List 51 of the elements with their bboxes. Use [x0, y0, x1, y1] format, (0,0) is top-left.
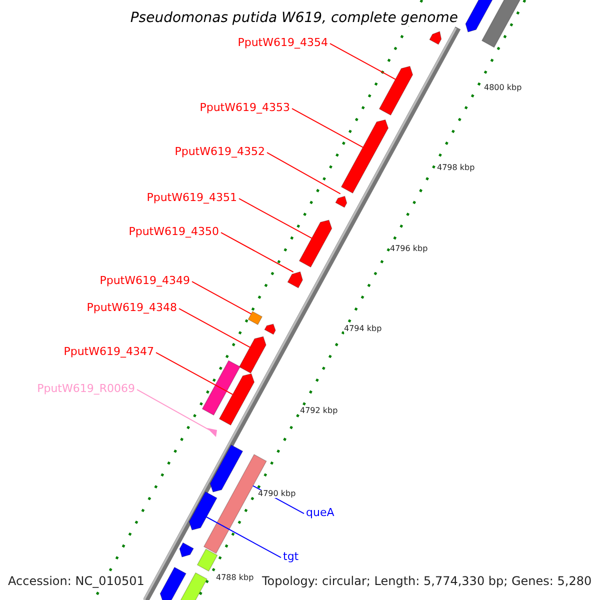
gene-label: PputW619_4351 [146, 192, 237, 203]
gene-block [238, 336, 266, 374]
gene-label: PputW619_4353 [200, 102, 290, 113]
gene-block [298, 220, 332, 268]
leader-line [156, 352, 234, 395]
gene-block [188, 491, 218, 530]
leader-line [330, 43, 396, 80]
gene-block [287, 271, 303, 288]
gene-block [160, 566, 186, 600]
gene-label: tgt [283, 551, 299, 562]
gene-block [340, 119, 389, 194]
scale-label: 4800 kbp [484, 84, 522, 92]
gene-label: PputW619_4352 [174, 146, 265, 157]
accession-text: Accession: NC_010501 [8, 575, 144, 587]
gene-block [210, 444, 244, 492]
scale-label: 4792 kbp [300, 407, 338, 415]
gene-block [179, 542, 194, 558]
gene-block [429, 31, 442, 45]
leader-line [178, 308, 250, 348]
gene-label: PputW619_4354 [238, 37, 328, 48]
gene-block [196, 548, 218, 572]
gene-label: PputW619_4350 [128, 226, 219, 237]
gene-block [248, 311, 263, 326]
scale-label: 4794 kbp [344, 325, 382, 333]
leader-line [206, 516, 282, 558]
gene-block [378, 66, 414, 116]
scale-label: 4790 kbp [258, 490, 296, 498]
title: Pseudomonas putida W619, complete genome [128, 10, 460, 26]
gene-label: PputW619_R0069 [37, 383, 135, 394]
scale-label: 4798 kbp [437, 164, 475, 172]
scale-label: 4788 kbp [216, 574, 254, 582]
gene-block [202, 360, 241, 416]
gene-label: PputW619_4349 [100, 275, 190, 286]
gene-block [481, 0, 521, 48]
genome-info-text: Topology: circular; Length: 5,774,330 bp; Genes: 5,280 [262, 575, 592, 587]
leader-line [266, 152, 341, 194]
gene-block [335, 196, 348, 208]
gene-block [264, 324, 276, 335]
gene-label: PputW619_4348 [86, 302, 177, 313]
scale-label: 4796 kbp [390, 245, 428, 253]
gene-block [180, 572, 208, 600]
leader-line [192, 281, 252, 314]
leader-line [220, 232, 294, 272]
leader-line [136, 389, 210, 431]
leader-line [238, 198, 312, 239]
feature-triangle [207, 428, 217, 437]
leader-line [292, 108, 364, 148]
gene-label: PputW619_4347 [64, 346, 154, 357]
gene-block [465, 0, 493, 32]
gene-block [218, 373, 255, 426]
gene-label: queA [306, 507, 334, 518]
